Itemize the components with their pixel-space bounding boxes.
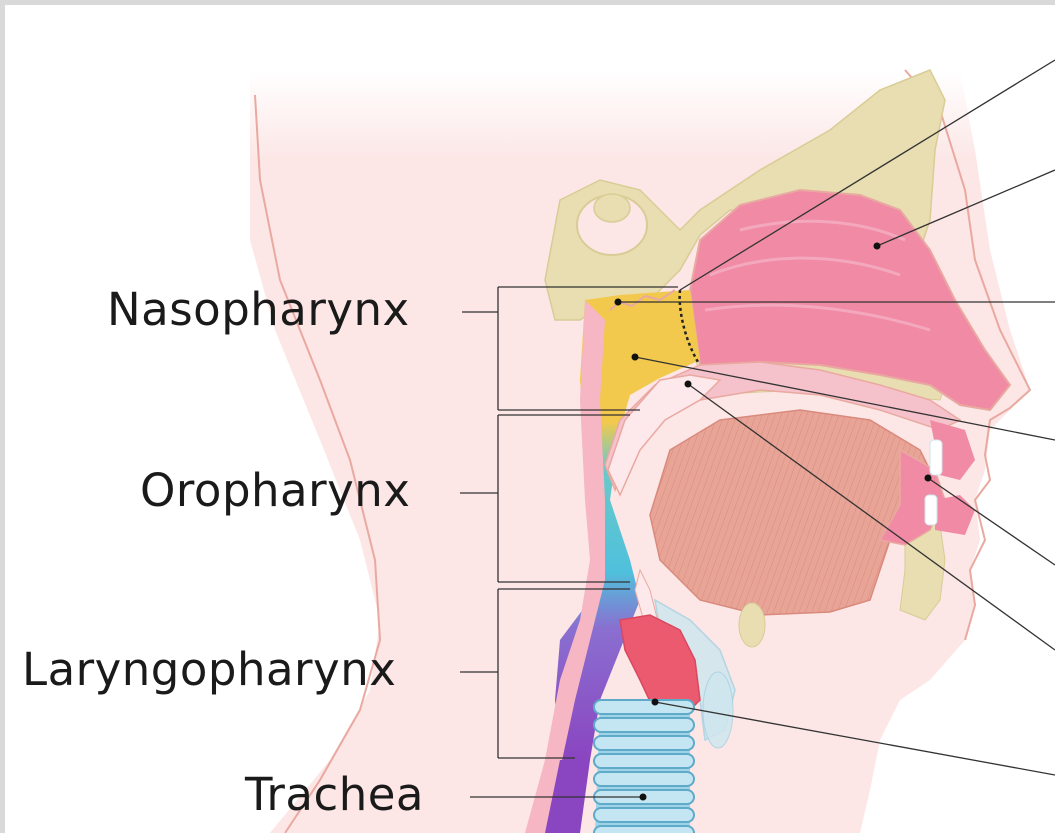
lower-tooth bbox=[925, 495, 937, 525]
sinus-septum bbox=[594, 194, 630, 222]
hyoid-bone bbox=[739, 603, 765, 647]
pharynx-anatomy-illustration bbox=[5, 5, 1055, 833]
trachea bbox=[594, 700, 694, 833]
upper-tooth bbox=[930, 440, 942, 475]
thyroid-cartilage bbox=[703, 672, 733, 748]
label-nasopharynx: Nasopharynx bbox=[107, 287, 410, 332]
label-laryngopharynx: Laryngopharynx bbox=[22, 647, 396, 692]
label-oropharynx: Oropharynx bbox=[140, 468, 410, 513]
label-trachea: Trachea bbox=[245, 772, 424, 817]
diagram-canvas: Nasopharynx Oropharynx Laryngopharynx Tr… bbox=[5, 5, 1055, 833]
